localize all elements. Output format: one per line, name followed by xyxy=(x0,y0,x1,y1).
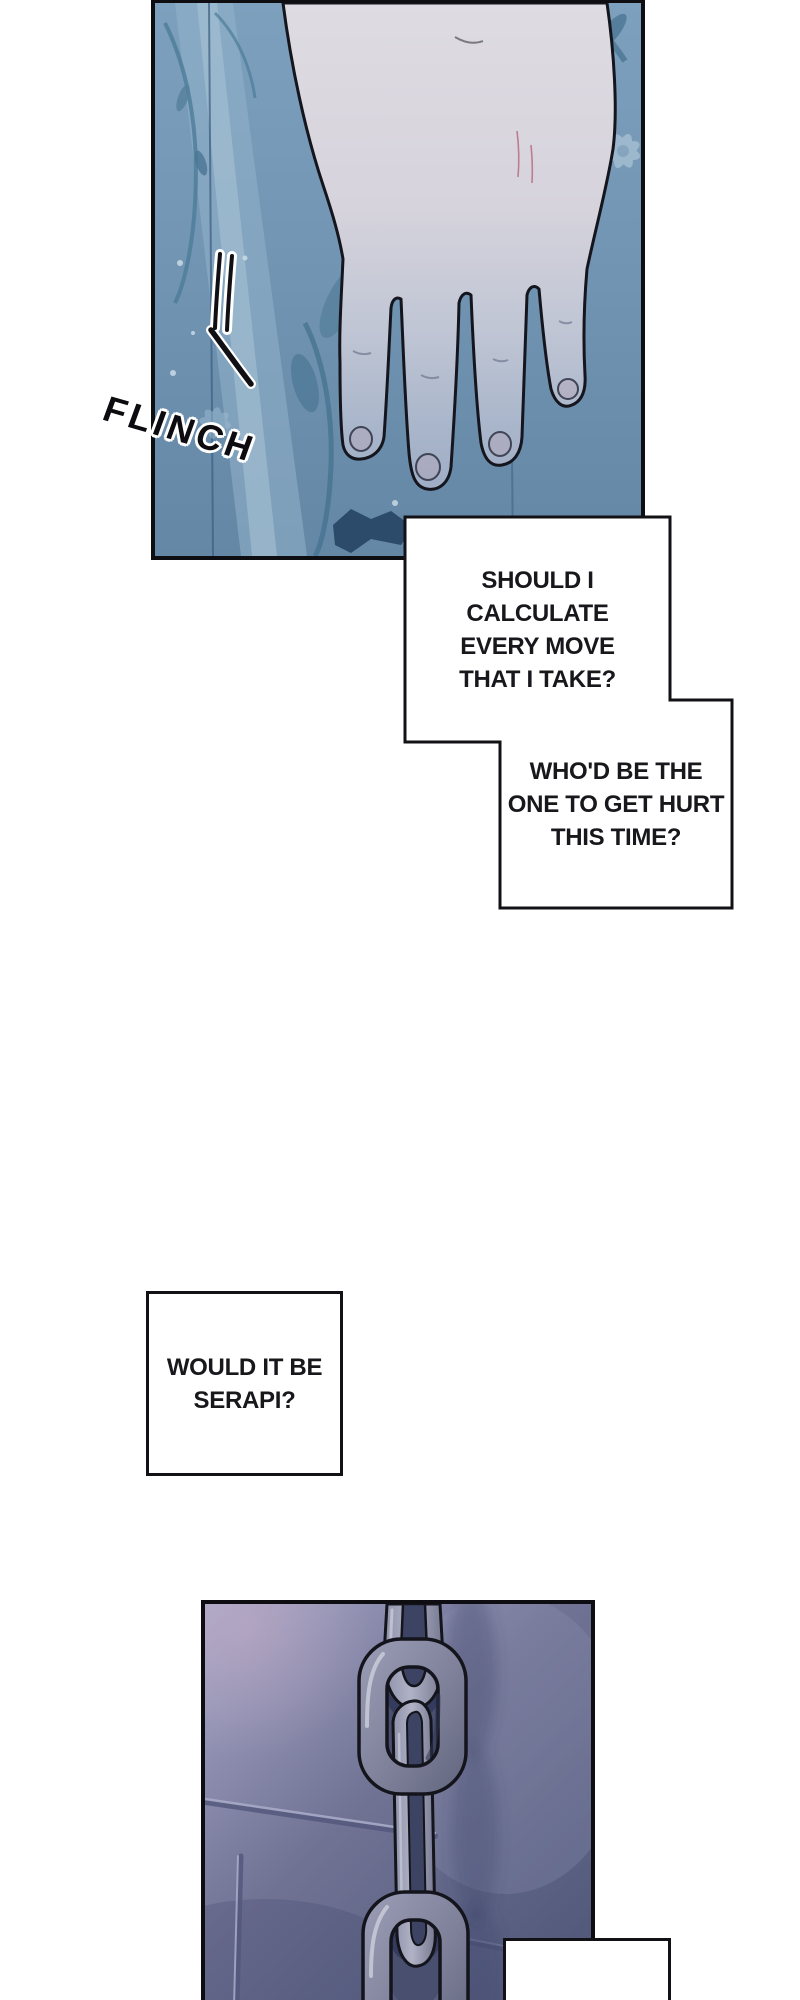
bubble1-line: EVERY MOVE xyxy=(460,632,615,660)
bubble2-line: ONE TO GET HURT xyxy=(507,790,725,818)
flinch-motion-mark-icon xyxy=(206,249,256,389)
bubble2-line: THIS TIME? xyxy=(550,823,682,851)
bubble2-line: WHO'D BE THE xyxy=(529,757,703,785)
bubble1-line: SHOULD I xyxy=(481,566,594,594)
panel-chain xyxy=(201,1600,595,2000)
bubble1-line: CALCULATE xyxy=(466,599,609,627)
bubble3-line: WOULD IT BE xyxy=(166,1353,323,1381)
bottom-caption-box xyxy=(503,1938,671,2000)
panel-hand xyxy=(151,0,645,560)
thought-bubble-2: WHO'D BE THE ONE TO GET HURT THIS TIME? xyxy=(501,703,731,905)
chain xyxy=(357,1604,470,2000)
hand-panel-art xyxy=(155,3,641,556)
chain-panel-art xyxy=(205,1604,591,2000)
thought-bubble-union xyxy=(403,515,734,910)
bottom-leaf-silhouette xyxy=(333,509,413,553)
bubble3-line: SERAPI? xyxy=(193,1386,296,1414)
thought-bubble-1: SHOULD I CALCULATE EVERY MOVE THAT I TAK… xyxy=(405,521,670,738)
bubble1-line: THAT I TAKE? xyxy=(459,665,616,693)
thought-bubble-3: WOULD IT BE SERAPI? xyxy=(146,1291,343,1476)
hand-figure xyxy=(281,3,617,491)
